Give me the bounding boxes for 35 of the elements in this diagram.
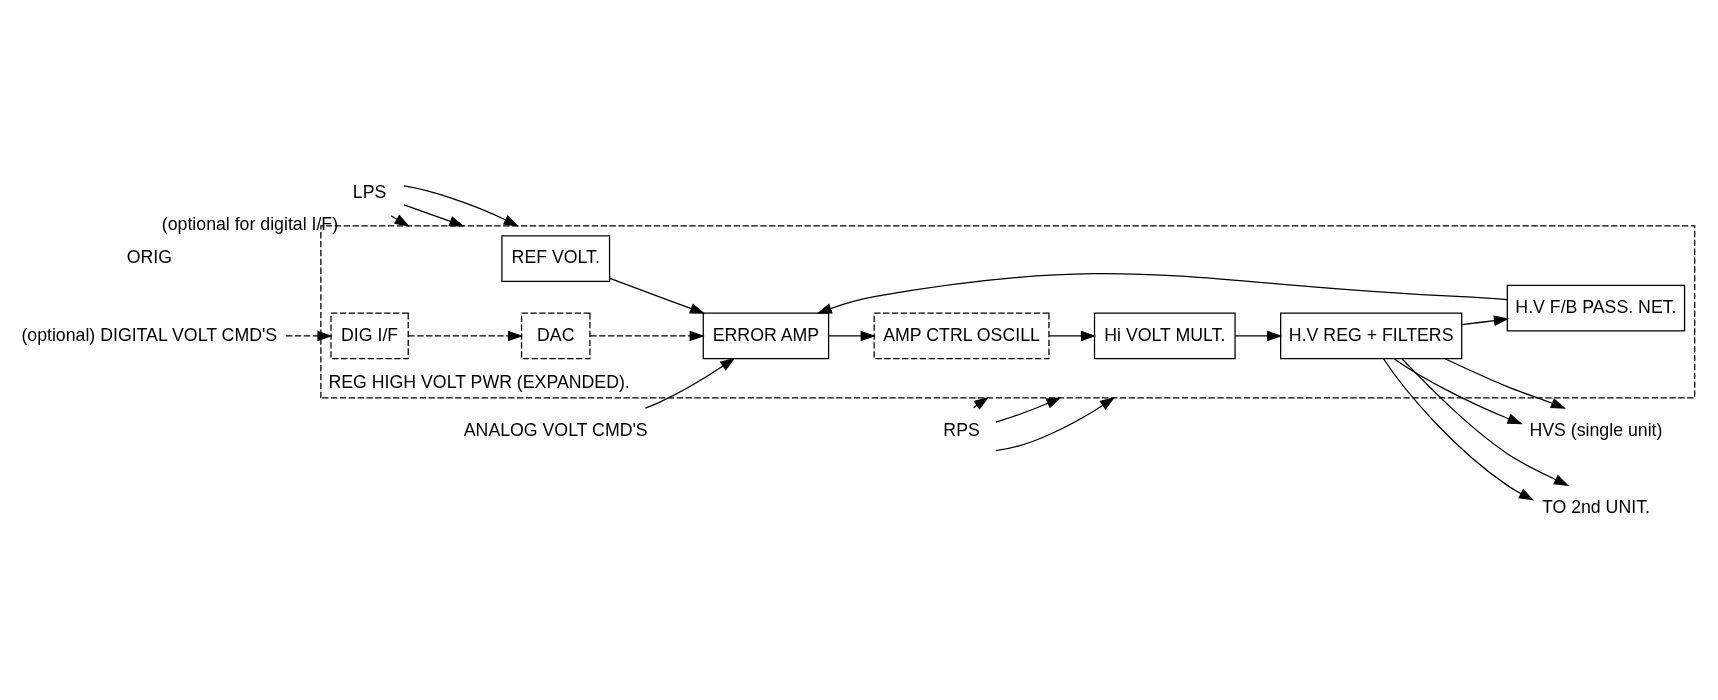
arrow <box>973 396 990 410</box>
node-box: DAC <box>520 312 591 359</box>
node-box: Hi VOLT MULT. <box>1093 312 1236 359</box>
arrow <box>1048 330 1097 341</box>
node-box: H.V F/B PASS. NET. <box>1506 284 1686 331</box>
arrow <box>1461 314 1510 326</box>
node-text: RPS <box>943 419 980 440</box>
arrow <box>644 357 736 409</box>
node-box: ERROR AMP <box>702 312 830 359</box>
arrow <box>1383 357 1535 500</box>
node-text: HVS (single unit) <box>1529 419 1663 440</box>
label: ORIG <box>126 246 172 267</box>
arrow <box>995 396 1116 451</box>
arrow <box>589 330 705 341</box>
arrow <box>995 396 1062 423</box>
arrow <box>407 330 524 341</box>
node-text: TO 2nd UNIT. <box>1541 496 1650 517</box>
node-box: H.V REG + FILTERS <box>1280 312 1463 359</box>
node-text: LPS <box>352 181 387 202</box>
arrow <box>403 203 465 226</box>
node-text: ANALOG VOLT CMD'S <box>463 419 648 440</box>
arrow <box>828 330 876 341</box>
arrow <box>1401 357 1570 486</box>
node-box: AMP CTRL OSCILL <box>873 312 1050 359</box>
node-box: REF VOLT. <box>501 234 611 282</box>
arrow <box>1444 357 1567 409</box>
arrow <box>1234 330 1283 341</box>
arrow <box>390 214 410 227</box>
node-box: DIG I/F <box>330 312 409 359</box>
arrow <box>403 184 519 227</box>
arrow <box>609 277 706 314</box>
arrow <box>285 330 333 341</box>
arrow <box>816 272 1508 314</box>
arrow <box>1393 357 1523 424</box>
node-text: (optional) DIGITAL VOLT CMD'S <box>21 324 278 345</box>
